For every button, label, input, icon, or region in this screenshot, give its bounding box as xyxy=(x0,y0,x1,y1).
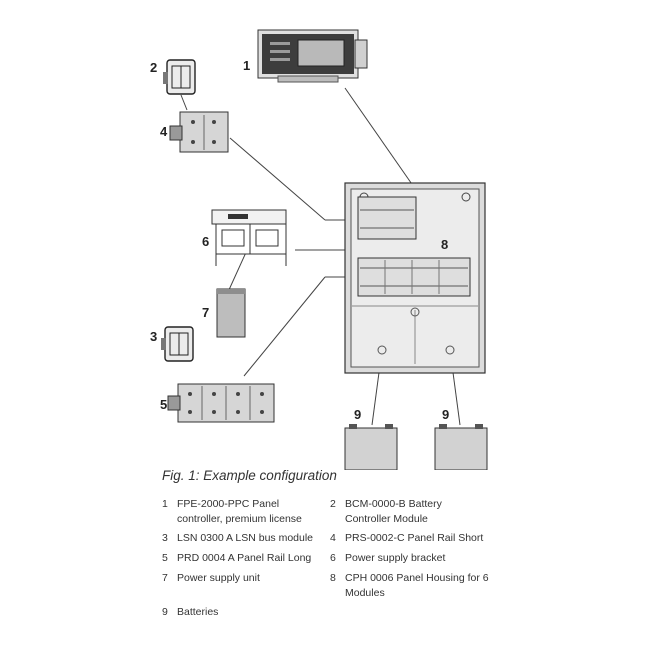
battery-controller-module xyxy=(163,59,196,95)
legend-item-text: PRD 0004 A Panel Rail Long xyxy=(177,552,312,564)
leader-lines xyxy=(180,87,461,426)
callout-4: 4 xyxy=(160,124,168,139)
configuration-diagram: 1 2 4 6 8 7 3 5 9 9 xyxy=(150,29,488,470)
callout-8: 8 xyxy=(441,237,448,252)
figure-caption-prefix: Fig. 1: xyxy=(162,468,200,483)
legend-item: 5 PRD 0004 A Panel Rail Long xyxy=(162,551,322,566)
callout-9-left: 9 xyxy=(354,407,361,422)
callout-1: 1 xyxy=(243,58,250,73)
callout-5: 5 xyxy=(160,397,167,412)
legend-item: 3 LSN 0300 A LSN bus module xyxy=(162,531,322,546)
legend-item-number: 7 xyxy=(162,572,168,584)
legend-item-text: Power supply bracket xyxy=(345,552,446,564)
legend-item-number: 9 xyxy=(162,606,168,618)
legend-item-number: 5 xyxy=(162,552,168,564)
legend-item-text: Power supply unit xyxy=(177,572,260,584)
legend-item-text: CPH 0006 Panel Housing for 6 Modules xyxy=(345,572,489,599)
battery-right xyxy=(434,424,488,470)
legend-item-text: PRS-0002-C Panel Rail Short xyxy=(345,532,484,544)
panel-housing xyxy=(344,182,486,374)
legend-item-number: 6 xyxy=(330,552,336,564)
legend-item-number: 3 xyxy=(162,532,168,544)
legend-item: 1 FPE-2000-PPC Panel controller, premium… xyxy=(162,497,322,527)
callout-9-right: 9 xyxy=(442,407,449,422)
legend-item-text: Batteries xyxy=(177,606,219,618)
legend-item-number: 1 xyxy=(162,498,168,510)
panel-rail-short xyxy=(169,111,229,153)
figure-caption-title: Example configuration xyxy=(203,468,337,483)
legend-item-text: FPE-2000-PPC Panel controller, premium l… xyxy=(177,498,302,525)
callout-3: 3 xyxy=(150,329,157,344)
battery-left xyxy=(344,424,398,470)
lsn-bus-module xyxy=(161,326,194,362)
legend-item: 7 Power supply unit xyxy=(162,571,322,586)
legend-item-text: LSN 0300 A LSN bus module xyxy=(177,532,314,544)
legend-item: 9 Batteries xyxy=(162,605,322,620)
power-supply-unit xyxy=(216,288,246,338)
legend-item-text: BCM-0000-B Battery Controller Module xyxy=(345,498,442,525)
power-supply-bracket xyxy=(211,209,287,266)
panel-rail-long xyxy=(167,383,275,423)
figure-caption: Fig. 1: Example configuration xyxy=(162,468,337,483)
legend-item: 2 BCM-0000-B Battery Controller Module xyxy=(330,497,490,527)
panel-controller xyxy=(257,29,368,83)
legend-item: 8 CPH 0006 Panel Housing for 6 Modules xyxy=(330,571,490,601)
legend-item-number: 8 xyxy=(330,572,336,584)
legend-item: 4 PRS-0002-C Panel Rail Short xyxy=(330,531,490,546)
legend-item-number: 2 xyxy=(330,498,336,510)
callout-6: 6 xyxy=(202,234,209,249)
legend-item: 6 Power supply bracket xyxy=(330,551,490,566)
callout-7: 7 xyxy=(202,305,209,320)
callout-2: 2 xyxy=(150,60,157,75)
legend-item-number: 4 xyxy=(330,532,336,544)
